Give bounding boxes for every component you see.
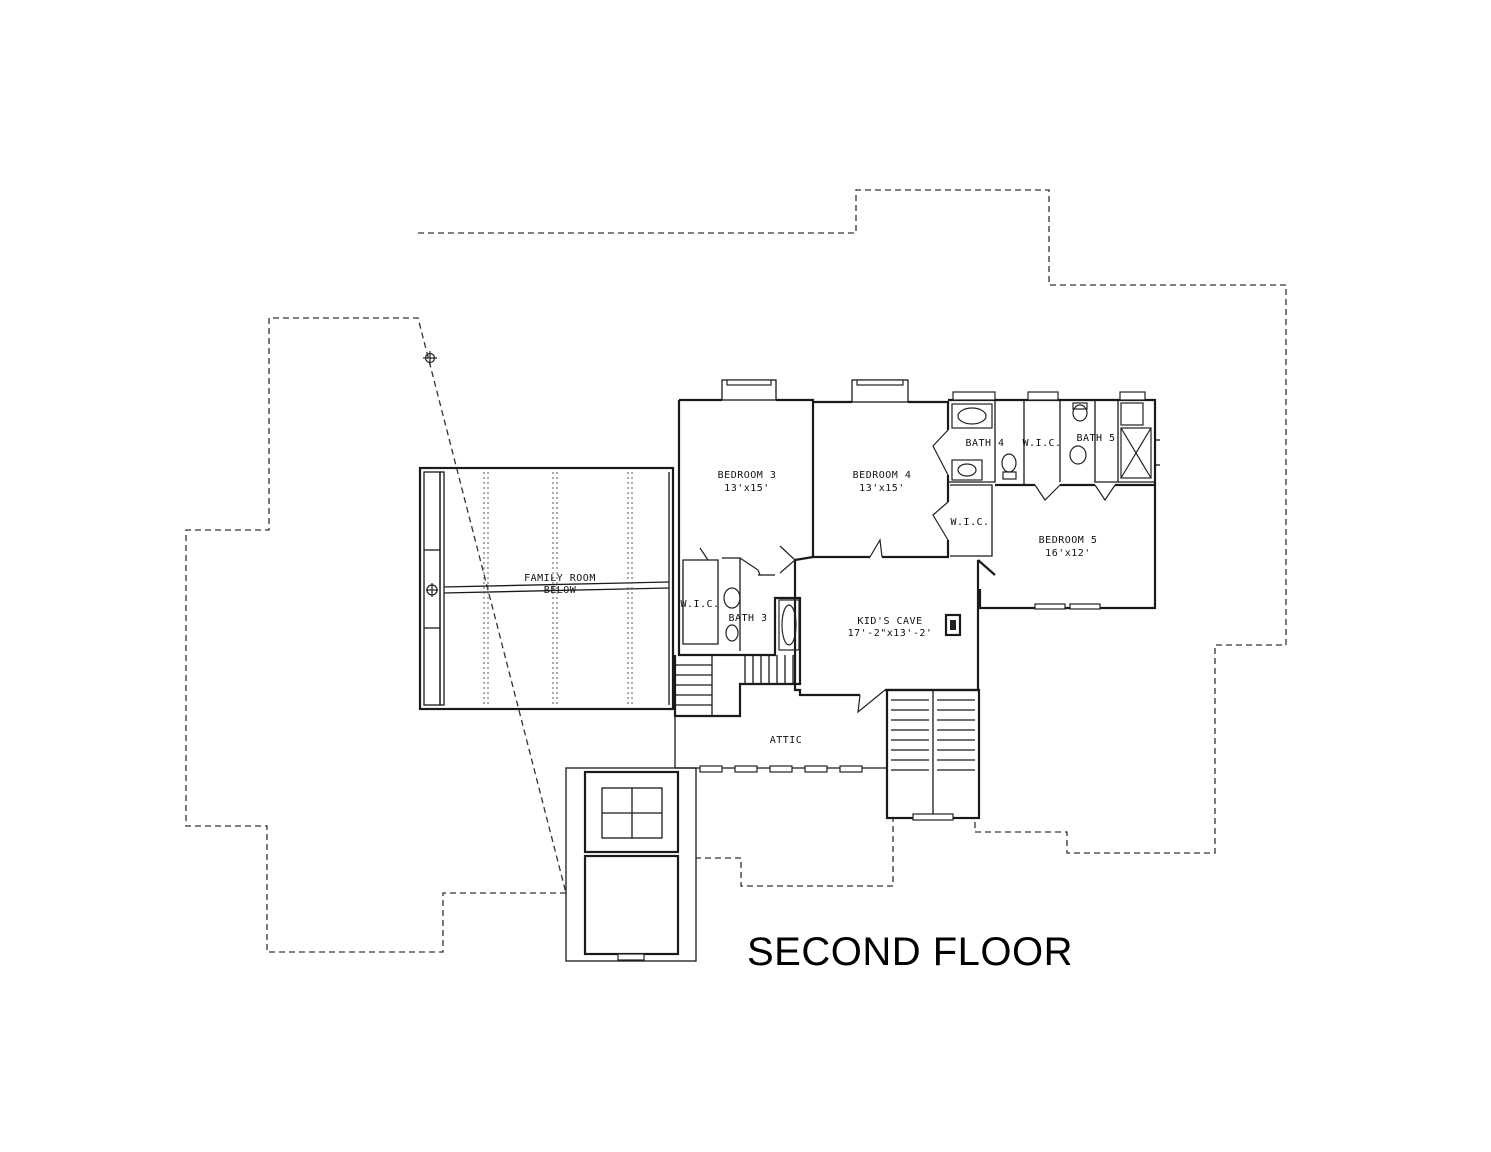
bedroom-4-size: 13'x15': [859, 483, 905, 494]
bedroom-5-size: 16'x12': [1045, 548, 1091, 559]
bath-5-label: BATH 5: [1076, 433, 1115, 444]
wic-bath4-label: W.I.C.: [1022, 438, 1061, 449]
lower-bumpout: [565, 767, 697, 962]
roof-outline: [185, 189, 1287, 953]
wic-bed3-label: W.I.C.: [680, 599, 719, 610]
bath-4-label: BATH 4: [965, 438, 1004, 449]
bedroom-5-label: BEDROOM 5: [1039, 535, 1098, 546]
plan-title: SECOND FLOOR: [747, 930, 1073, 974]
second-floor-walls: [673, 379, 1160, 821]
kids-cave-size: 17'-2"x13'-2': [848, 628, 933, 639]
bedroom-3-label: BEDROOM 3: [718, 470, 777, 481]
family-room-label: FAMILY ROOM: [524, 573, 596, 584]
wic-bed4-label: W.I.C.: [950, 517, 989, 528]
bedroom-3-size: 13'x15': [724, 483, 770, 494]
family-room-below-label: BELOW: [544, 585, 577, 596]
bedroom-4-label: BEDROOM 4: [853, 470, 912, 481]
kids-cave-label: KID'S CAVE: [857, 616, 922, 627]
compass-marker: [423, 351, 437, 365]
family-room-below: [418, 466, 675, 711]
bath-3-label: BATH 3: [728, 613, 767, 624]
attic-label: ATTIC: [770, 735, 803, 746]
